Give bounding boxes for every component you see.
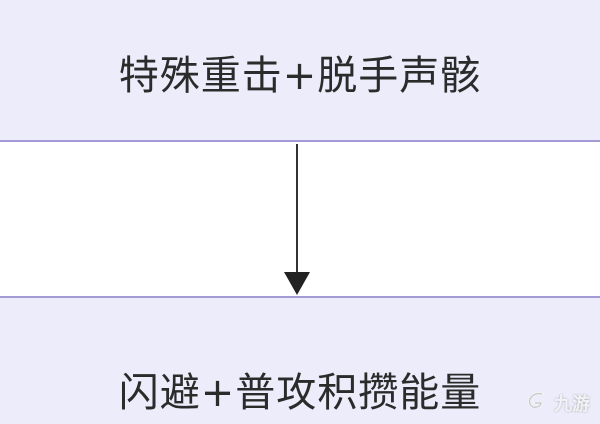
arrow-head-icon xyxy=(284,272,310,295)
watermark-text: 九游 xyxy=(554,394,590,415)
node-label-bottom: 闪避+普攻积攒能量 xyxy=(118,370,482,416)
watermark-logo-icon xyxy=(528,392,544,409)
flowchart-node-bottom: 闪避+普攻积攒能量 xyxy=(0,296,600,424)
watermark: 九游 xyxy=(524,390,590,416)
node-label-top: 特殊重击+脱手声骸 xyxy=(118,53,482,99)
flowchart-node-top: 特殊重击+脱手声骸 xyxy=(0,0,600,142)
